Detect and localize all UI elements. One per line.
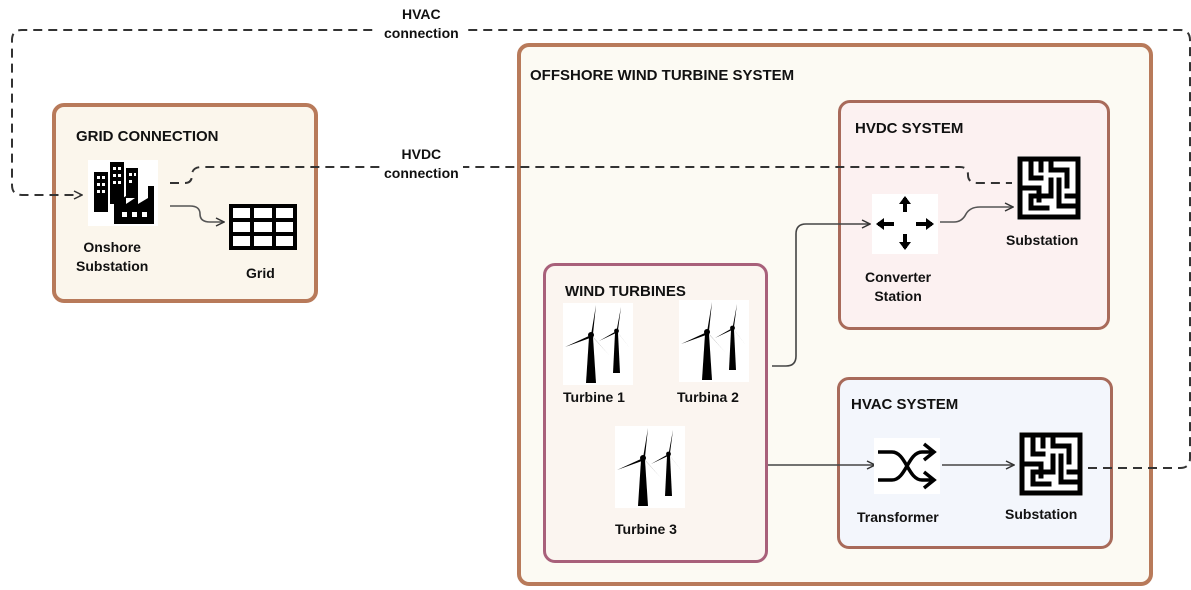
turbine-2-label: Turbina 2 xyxy=(677,389,739,405)
transformer-label: Transformer xyxy=(857,509,939,525)
turbine-1-label: Turbine 1 xyxy=(563,389,625,405)
grid-label: Grid xyxy=(246,265,275,281)
shuffle-transformer-icon xyxy=(874,438,940,494)
hvdc-system-title: HVDC SYSTEM xyxy=(855,120,964,137)
hvac-system-title: HVAC SYSTEM xyxy=(851,396,959,413)
converter-station-label: Converter Station xyxy=(865,269,932,304)
maze-substation-icon xyxy=(1017,156,1081,220)
hvac-substation-label: Substation xyxy=(1005,506,1078,522)
onshore-substation-label: Onshore Substation xyxy=(76,239,149,274)
maze-substation-icon xyxy=(1019,432,1083,496)
turbine-3-label: Turbine 3 xyxy=(615,521,677,537)
wind-turbine-icon xyxy=(563,303,633,385)
wind-turbine-icon xyxy=(615,426,685,508)
offshore-system-title: OFFSHORE WIND TURBINE SYSTEM xyxy=(530,67,795,84)
factory-buildings-icon xyxy=(88,160,158,226)
hvdc-substation-label: Substation xyxy=(1006,232,1079,248)
grid-table-icon xyxy=(229,204,297,250)
wind-turbine-icon xyxy=(679,300,749,382)
converter-arrows-icon xyxy=(872,194,938,254)
grid-connection-title: GRID CONNECTION xyxy=(76,128,219,145)
wind-turbines-title: WIND TURBINES xyxy=(565,283,686,300)
